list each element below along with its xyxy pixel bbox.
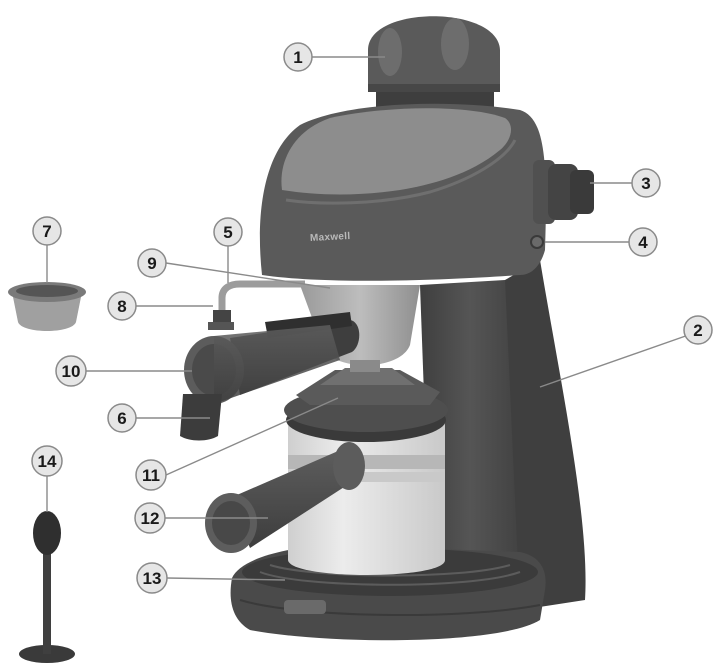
callout-13-label: 13 — [143, 569, 162, 588]
callout-13: 13 — [137, 563, 167, 593]
callout-11-label: 11 — [142, 466, 160, 485]
callout-9-label: 9 — [147, 254, 156, 273]
callout-12-label: 12 — [141, 509, 160, 528]
callout-1-label: 1 — [293, 48, 302, 67]
callout-8: 8 — [108, 292, 136, 320]
callout-12: 12 — [135, 503, 165, 533]
callout-4-label: 4 — [638, 233, 648, 252]
callout-5: 5 — [214, 218, 242, 246]
filter — [8, 282, 86, 331]
callout-14-label: 14 — [38, 452, 57, 471]
filter-holder-handle — [180, 394, 222, 441]
callout-6-label: 6 — [117, 409, 126, 428]
indicator-light — [531, 236, 543, 248]
callout-14: 14 — [32, 446, 62, 476]
callout-4: 4 — [629, 228, 657, 256]
callout-11: 11 — [136, 460, 166, 490]
callout-9: 9 — [138, 249, 166, 277]
callout-10: 10 — [56, 356, 86, 386]
callout-5-label: 5 — [223, 223, 232, 242]
jug-lid — [296, 368, 440, 405]
water-tank-cap — [368, 16, 500, 116]
callout-6: 6 — [108, 404, 136, 432]
measuring-spoon-tamper — [19, 511, 75, 663]
control-knob — [533, 160, 594, 224]
steam-tube — [222, 284, 305, 322]
callout-3: 3 — [632, 169, 660, 197]
callout-2-label: 2 — [693, 321, 702, 340]
callout-8-label: 8 — [117, 297, 126, 316]
callout-7-label: 7 — [42, 222, 51, 241]
steam-nozzle — [208, 310, 234, 330]
callout-2: 2 — [684, 316, 712, 344]
callout-3-label: 3 — [641, 174, 650, 193]
callout-7: 7 — [33, 217, 61, 245]
brand-label: Maxwell — [310, 231, 351, 244]
callout-1: 1 — [284, 43, 312, 71]
callout-10-label: 10 — [62, 362, 81, 381]
